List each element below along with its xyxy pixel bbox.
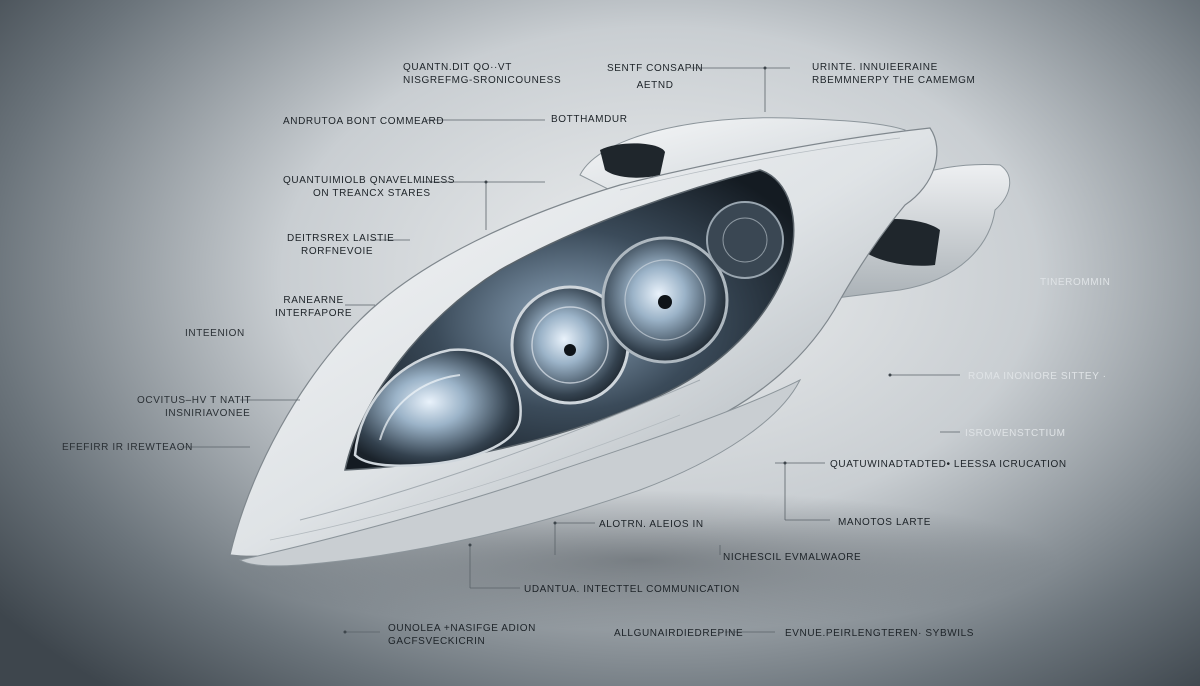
label-line: EVNUE.PEIRLENGTEREN· SYBWILS <box>785 628 975 639</box>
label-tinerommin: TINEROMMIN <box>1040 276 1110 289</box>
label-line: URINTE. INNUIEERAINE <box>812 62 938 73</box>
label-eferfirr: EFEFIRR IR IREWTEAON <box>62 441 193 454</box>
lower-hull-plate <box>238 378 802 567</box>
label-alotrn: ALOTRN. ALEIOS IN <box>599 518 704 531</box>
label-deitrsrex: DEITRSREX LAISTIE RORFNEVOIE <box>287 232 394 258</box>
label-line: TINEROMMIN <box>1040 277 1111 288</box>
forward-dome <box>353 348 522 467</box>
label-evnue: EVNUE.PEIRLENGTEREN· SYBWILS <box>785 627 974 640</box>
leader-lines <box>180 67 960 633</box>
label-line: RORFNEVOIE <box>301 246 374 257</box>
label-line: INTERFAPORE <box>275 308 353 319</box>
label-andrutoa: ANDRUTOA BONT COMMEARD <box>283 115 444 128</box>
label-line: QUATUWINADTADTED• LEESSA ICRUCATION <box>830 459 1067 470</box>
label-line: INSNIRIAVONEE <box>165 408 251 419</box>
label-line: ROMA INONIORE SITTEY · <box>968 371 1107 382</box>
label-line: GACFSVECKICRIN <box>388 636 486 647</box>
upper-intake <box>600 143 665 178</box>
label-algunairde: ALLGUNAIRDIEDREPINE <box>614 627 743 640</box>
label-line: QUANTN.DIT QO··VT <box>403 62 512 73</box>
label-manotos: MANOTOS LARTE <box>838 516 931 529</box>
label-roma: ROMA INONIORE SITTEY · <box>968 370 1107 383</box>
label-line: RBEMMNERPY THE CAMEMGM <box>812 75 976 86</box>
label-sentf: SENTF CONSAPIN AETND <box>607 62 703 92</box>
label-line: OCVITUS–HV T NATIT <box>137 395 252 406</box>
label-line: BOTTHAMDUR <box>551 114 628 125</box>
label-line: ALOTRN. ALEIOS IN <box>599 519 704 530</box>
label-line: MANOTOS LARTE <box>838 517 932 528</box>
label-inteenion: INTEENION <box>185 327 245 340</box>
label-botthamdur: BOTTHAMDUR <box>551 113 628 126</box>
label-line: AETND <box>636 80 674 91</box>
label-ranearne: RANEARNE INTERFAPORE <box>275 294 352 320</box>
label-line: INTEENION <box>185 328 245 339</box>
label-line: OUNOLEA +NASIFGE ADION <box>388 623 536 634</box>
label-line: ALLGUNAIRDIEDREPINE <box>614 628 744 639</box>
label-line: SENTF CONSAPIN <box>607 63 704 74</box>
label-ocvitus: OCVITUS–HV T NATIT INSNIRIAVONEE <box>137 394 251 420</box>
label-line: DEITRSREX LAISTIE <box>287 233 395 244</box>
label-quantum-core: QUANTN.DIT QO··VT NISGREFMG-SRONICOUNESS <box>403 61 561 87</box>
label-line: ON TREANCX STARES <box>313 188 431 199</box>
label-urinte: URINTE. INNUIEERAINE RBEMMNERPY THE CAME… <box>812 61 975 87</box>
label-isrowen: ISROWENSTCTIUM <box>965 427 1066 440</box>
label-quantum-awareness: QUANTUIMIOLB QNAVELMINESS ON TREANCX STA… <box>283 174 455 200</box>
label-quatuwina: QUATUWINADTADTED• LEESSA ICRUCATION <box>830 458 1067 471</box>
label-line: ANDRUTOA BONT COMMEARD <box>283 116 445 127</box>
label-nichescil: NICHESCIL EVMALWAORE <box>723 551 861 564</box>
label-line: NISGREFMG-SRONICOUNESS <box>403 75 562 86</box>
leader-dots <box>343 66 892 634</box>
label-udantua: UDANTUA. INTECTTEL COMMUNICATION <box>524 583 740 596</box>
turbine-assembly <box>706 201 784 279</box>
label-line: RANEARNE <box>283 295 344 306</box>
label-ounolea: OUNOLEA +NASIFGE ADION GACFSVECKICRIN <box>388 622 536 648</box>
label-line: NICHESCIL EVMALWAORE <box>723 552 862 563</box>
label-line: ISROWENSTCTIUM <box>965 428 1066 439</box>
label-line: QUANTUIMIOLB QNAVELMINESS <box>283 175 456 186</box>
label-line: EFEFIRR IR IREWTEAON <box>62 442 193 453</box>
label-line: UDANTUA. INTECTTEL COMMUNICATION <box>524 584 740 595</box>
